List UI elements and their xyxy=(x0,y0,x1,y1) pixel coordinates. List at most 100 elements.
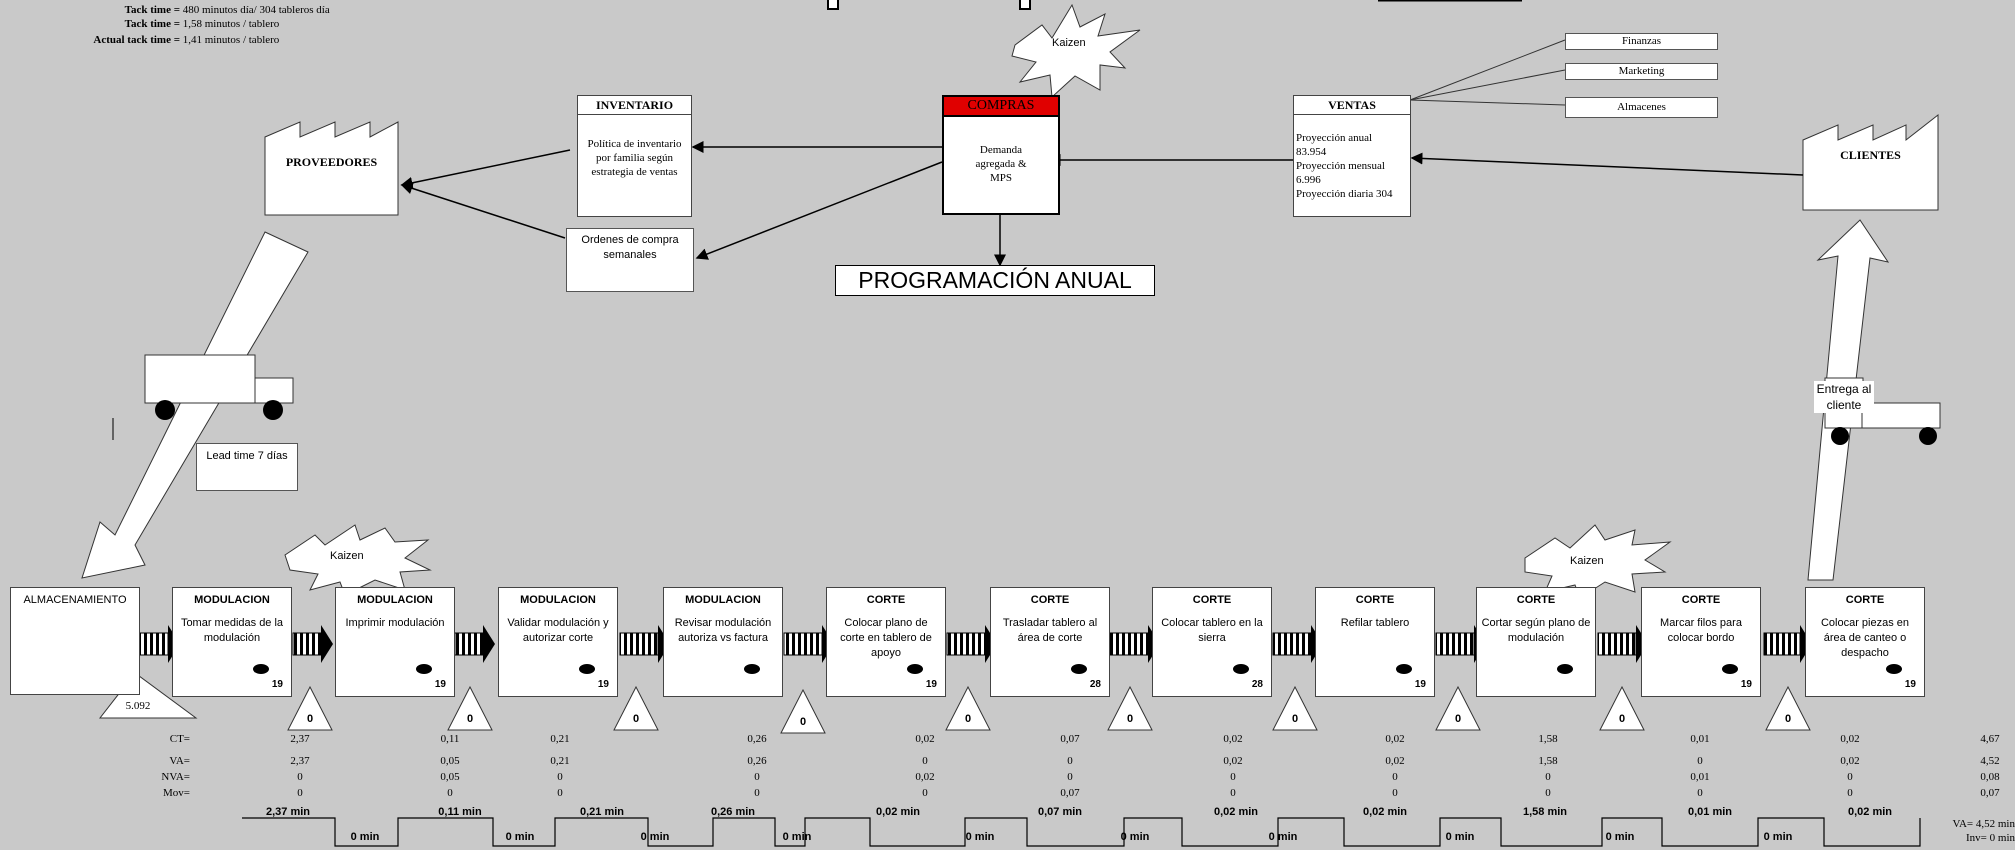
ventas-line-3: Proyección mensual xyxy=(1296,159,1408,173)
metric-mov-4: 0 xyxy=(722,787,792,799)
process-description: Trasladar tablero al área de corte xyxy=(991,616,1109,646)
process-title: CORTE xyxy=(1642,594,1760,606)
process-number: 19 xyxy=(435,679,446,690)
operator-icon xyxy=(744,664,760,674)
metric-va-3: 0,21 xyxy=(525,755,595,767)
clientes-label: CLIENTES xyxy=(1803,148,1938,163)
metric-label-nva: NVA= xyxy=(130,771,190,783)
metric-va-4: 0,26 xyxy=(722,755,792,767)
programacion-anual-box: PROGRAMACIÓN ANUAL xyxy=(835,265,1155,296)
timeline-value-5: 0,02 min xyxy=(863,806,933,818)
almacenamiento-stock: 5.092 xyxy=(118,700,158,712)
process-description: Imprimir modulación xyxy=(336,616,454,631)
lead-time-box: Lead time 7 días xyxy=(196,443,298,491)
process-box-4: MODULACIONRevisar modulación autoriza vs… xyxy=(663,587,783,697)
kaizen-label-1: Kaizen xyxy=(1052,37,1086,49)
process-description: Cortar según plano de modulación xyxy=(1477,616,1595,646)
timeline-wait-3: 0 min xyxy=(625,831,685,843)
metric-va-2: 0,05 xyxy=(415,755,485,767)
inventory-zero-10: 0 xyxy=(1773,713,1803,725)
timeline-value-9: 1,58 min xyxy=(1510,806,1580,818)
metric-mov-9: 0 xyxy=(1513,787,1583,799)
inventory-zero-5: 0 xyxy=(953,713,983,725)
inventory-zero-4: 0 xyxy=(788,716,818,728)
finanzas-box: Finanzas xyxy=(1565,33,1718,50)
metric-nva-5: 0,02 xyxy=(890,771,960,783)
arrow-compras-ordenes xyxy=(697,162,942,258)
marketing-box: Marketing xyxy=(1565,63,1718,80)
process-description: Colocar tablero en la sierra xyxy=(1153,616,1271,646)
process-number: 19 xyxy=(1741,679,1752,690)
operator-icon xyxy=(579,664,595,674)
metric-va-12: 4,52 xyxy=(1955,755,2015,767)
timeline-wait-4: 0 min xyxy=(767,831,827,843)
metric-ct-10: 0,01 xyxy=(1665,733,1735,745)
almacenes-box: Almacenes xyxy=(1565,97,1718,118)
metric-va-5: 0 xyxy=(890,755,960,767)
metric-nva-12: 0,08 xyxy=(1955,771,2015,783)
process-description: Marcar filos para colocar bordo xyxy=(1642,616,1760,646)
metric-nva-8: 0 xyxy=(1360,771,1430,783)
operator-icon xyxy=(1233,664,1249,674)
metric-nva-4: 0 xyxy=(722,771,792,783)
top-partial-box-2 xyxy=(1020,0,1030,9)
process-number: 19 xyxy=(272,679,283,690)
metric-mov-12: 0,07 xyxy=(1955,787,2015,799)
inventory-zero-8: 0 xyxy=(1443,713,1473,725)
process-box-9: CORTE Cortar según plano de modulación xyxy=(1476,587,1596,697)
operator-icon xyxy=(1557,664,1573,674)
metric-ct-3: 0,21 xyxy=(525,733,595,745)
metric-va-8: 0,02 xyxy=(1360,755,1430,767)
ventas-link-line-3 xyxy=(1410,100,1565,105)
process-number: 19 xyxy=(1415,679,1426,690)
process-description: Refilar tablero xyxy=(1316,616,1434,631)
metric-va-10: 0 xyxy=(1665,755,1735,767)
ventas-line-5: Proyección diaria 304 xyxy=(1296,187,1408,201)
process-title: CORTE xyxy=(1806,594,1924,606)
ventas-link-line-2 xyxy=(1410,70,1565,100)
inventory-zero-3: 0 xyxy=(621,713,651,725)
timeline-wait-2: 0 min xyxy=(490,831,550,843)
arrow-clientes-ventas xyxy=(1412,158,1803,175)
process-number: 28 xyxy=(1252,679,1263,690)
timeline-value-3: 0,21 min xyxy=(567,806,637,818)
operator-icon xyxy=(1396,664,1412,674)
ventas-line-1: Proyección anual xyxy=(1296,131,1408,145)
timeline-value-10: 0,01 min xyxy=(1675,806,1745,818)
metric-nva-2: 0,05 xyxy=(415,771,485,783)
ventas-link-line-1 xyxy=(1410,40,1565,100)
process-title: CORTE xyxy=(1316,594,1434,606)
metric-mov-1: 0 xyxy=(265,787,335,799)
metric-va-9: 1,58 xyxy=(1513,755,1583,767)
timeline-wait-5: 0 min xyxy=(950,831,1010,843)
almacenamiento-box: ALMACENAMIENTO xyxy=(10,587,140,695)
inventario-body: Política de inventario por familia según… xyxy=(578,115,691,185)
kaizen-label-3: Kaizen xyxy=(1570,555,1604,567)
process-description: Colocar plano de corte en tablero de apo… xyxy=(827,616,945,661)
arrow-inventario-proveedores xyxy=(402,150,570,185)
inventory-zero-1: 0 xyxy=(295,713,325,725)
timeline-value-8: 0,02 min xyxy=(1350,806,1420,818)
process-title: MODULACION xyxy=(499,594,617,606)
metric-va-1: 2,37 xyxy=(265,755,335,767)
timeline-wait-7: 0 min xyxy=(1253,831,1313,843)
metric-mov-6: 0,07 xyxy=(1035,787,1105,799)
metric-ct-6: 0,07 xyxy=(1035,733,1105,745)
metric-ct-5: 0,02 xyxy=(890,733,960,745)
timeline-value-11: 0,02 min xyxy=(1835,806,1905,818)
inventario-box: INVENTARIO Política de inventario por fa… xyxy=(577,95,692,217)
process-description: Validar modulación y autorizar corte xyxy=(499,616,617,646)
process-title: CORTE xyxy=(991,594,1109,606)
ventas-title: VENTAS xyxy=(1294,96,1410,115)
process-description: Revisar modulación autoriza vs factura xyxy=(664,616,782,646)
process-title: CORTE xyxy=(1477,594,1595,606)
metric-nva-11: 0 xyxy=(1815,771,1885,783)
timeline-value-2: 0,11 min xyxy=(425,806,495,818)
compras-box: COMPRAS Demanda agregada & MPS xyxy=(942,95,1060,215)
metric-ct-12: 4,67 xyxy=(1955,733,2015,745)
metric-ct-11: 0,02 xyxy=(1815,733,1885,745)
process-description: Colocar piezas en área de canteo o despa… xyxy=(1806,616,1924,661)
process-number: 19 xyxy=(926,679,937,690)
